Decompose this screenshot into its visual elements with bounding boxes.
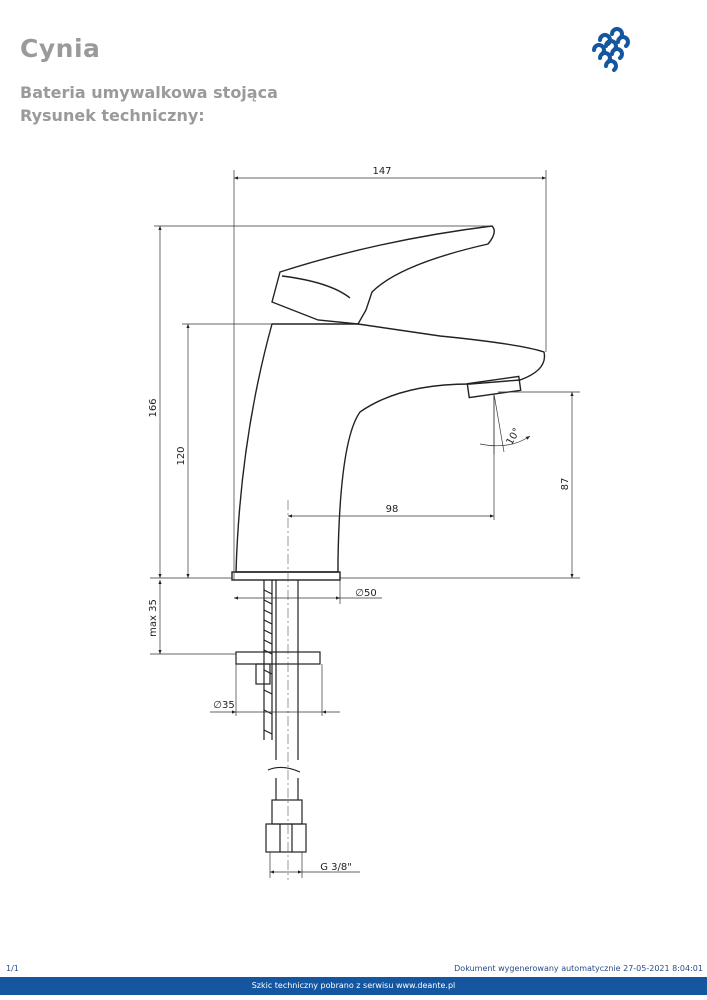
dim-width: 147	[372, 166, 391, 177]
dim-hole-diameter: ∅35	[213, 700, 234, 711]
dim-body-height: 120	[176, 446, 187, 465]
drawing-subtitle: Rysunek techniczny:	[20, 106, 205, 125]
generated-timestamp: Dokument wygenerowany automatycznie 27-0…	[454, 964, 703, 973]
dim-base-diameter: ∅50	[355, 588, 376, 599]
dim-connection: G 3/8"	[320, 862, 352, 873]
dim-angle: 10°	[505, 426, 523, 447]
deante-logo-icon	[592, 27, 630, 72]
product-subtitle: Bateria umywalkowa stojąca	[20, 83, 278, 102]
dimension-lines	[150, 170, 580, 878]
faucet-outline	[231, 225, 546, 581]
mounting-parts	[235, 580, 321, 853]
dim-mount-depth: max 35	[148, 599, 159, 637]
dim-height: 166	[148, 398, 159, 417]
page-title: Cynia	[20, 34, 101, 63]
page-number: 1/1	[6, 964, 19, 973]
footer-source-bar: Szkic techniczny pobrano z serwisu www.d…	[0, 977, 707, 995]
dim-spout-height: 87	[560, 478, 571, 491]
dim-spout-reach: 98	[386, 504, 399, 515]
